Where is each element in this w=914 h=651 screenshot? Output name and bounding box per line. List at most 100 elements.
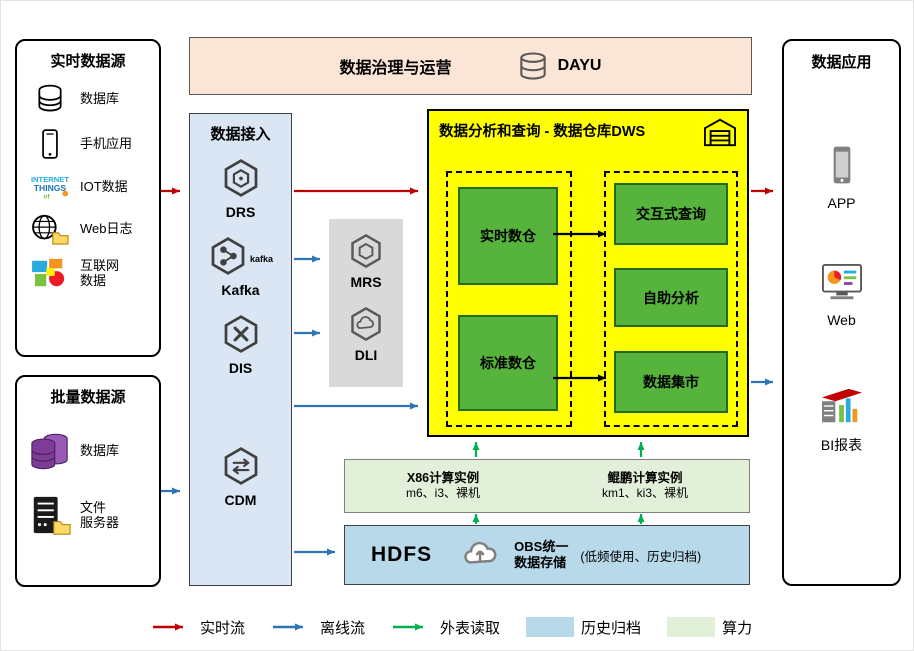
service-label: DIS [228, 360, 253, 376]
list-item: MRS [348, 233, 384, 290]
drs-icon [221, 158, 261, 203]
batch-sources-title: 批量数据源 [50, 389, 126, 406]
app-icon [827, 144, 857, 191]
dayu-barrel-icon [519, 52, 546, 80]
service-label: DLI [354, 347, 378, 363]
legend: 实时流 离线流 外表读取 历史归档 算力 [151, 613, 831, 641]
data-ingestion-title: 数据接入 [210, 126, 271, 143]
batch-sources-panel: 批量数据源 数据库 文件 服务器 [15, 375, 161, 587]
list-item: 互联网 数据 [17, 257, 159, 290]
item-label: 手机应用 [80, 135, 133, 151]
svg-text:INTERNET: INTERNET [31, 175, 69, 184]
kafka-wordmark: kafka [249, 253, 274, 264]
database-icon [29, 82, 71, 116]
item-label: 文件 服务器 [80, 500, 120, 530]
mrs-icon [348, 233, 384, 274]
data-apps-title: 数据应用 [811, 54, 872, 71]
legend-item-compute: 算力 [667, 617, 752, 638]
legend-item-offline-flow: 离线流 [271, 617, 365, 638]
kafka-icon-row: kafka [208, 236, 273, 281]
kafka-icon [208, 236, 248, 281]
legend-label: 离线流 [320, 619, 366, 637]
compute-instances-panel: X86计算实例 m6、i3、裸机 鲲鹏计算实例 km1、ki3、裸机 [344, 459, 750, 513]
item-label: Web日志 [80, 221, 133, 237]
purple-database-icon [29, 431, 71, 471]
item-label: 数据库 [80, 442, 120, 458]
kunpeng-compute-group: 鲲鹏计算实例 km1、ki3、裸机 [602, 471, 688, 502]
service-label: MRS [350, 274, 382, 290]
legend-label: 实时流 [200, 619, 246, 637]
list-item: 数据库 [17, 82, 159, 116]
warehouse-group [446, 171, 572, 427]
realtime-warehouse-box: 实时数仓 [458, 187, 558, 285]
data-mart-box: 数据集市 [614, 351, 728, 413]
list-item: DLI [348, 306, 384, 363]
realtime-sources-title: 实时数据源 [50, 53, 126, 70]
svg-text:of: of [43, 193, 50, 200]
list-item: DRS [221, 158, 261, 220]
dayu-logo-text: DAYU [557, 57, 602, 74]
item-label: 数据库 [80, 90, 120, 106]
green-arrow-icon [393, 623, 424, 631]
cdm-icon [221, 446, 261, 491]
list-item: 数据库 [17, 431, 159, 471]
legend-item-history-archive: 历史归档 [526, 617, 641, 638]
dws-panel: 数据分析和查询 - 数据仓库DWS 实时数仓 标准数仓 交互式查询 自助分析 数… [427, 109, 749, 437]
data-apps-panel: 数据应用 APP Web BI报表 [782, 39, 901, 586]
service-label: DRS [225, 204, 256, 220]
kunpeng-compute-title: 鲲鹏计算实例 [607, 470, 683, 485]
list-item: 手机应用 [17, 127, 159, 161]
list-item: Web [820, 263, 864, 328]
item-label: IOT数据 [80, 178, 128, 194]
list-item: APP [827, 144, 857, 211]
obs-label: OBS统一 数据存储 [514, 538, 569, 570]
dws-title: 数据分析和查询 - 数据仓库DWS [439, 124, 646, 140]
list-item: DIS [221, 314, 261, 376]
obs-note: (低频使用、历史归档) [580, 549, 702, 564]
legend-label: 历史归档 [581, 619, 642, 637]
legend-label: 算力 [722, 619, 753, 637]
obs-cloud-icon [460, 537, 502, 574]
item-label: 互联网 数据 [80, 257, 120, 288]
x86-compute-spec: m6、i3、裸机 [405, 486, 480, 501]
list-item: Web日志 [17, 213, 159, 246]
dli-icon [348, 306, 384, 347]
legend-item-realtime-flow: 实时流 [151, 617, 245, 638]
service-label: CDM [224, 492, 257, 508]
list-item: BI报表 [820, 386, 864, 455]
file-server-icon [29, 495, 71, 537]
phone-icon [29, 127, 71, 161]
self-service-analysis-box: 自助分析 [614, 268, 728, 327]
kunpeng-compute-spec: km1、ki3、裸机 [601, 486, 688, 501]
legend-label: 外表读取 [440, 619, 501, 637]
app-label: APP [827, 195, 856, 211]
hdfs-label: HDFS [371, 543, 433, 566]
app-label: Web [827, 312, 856, 328]
service-label: Kafka [221, 282, 260, 298]
legend-item-external-read: 外表读取 [391, 617, 500, 638]
x86-compute-group: X86计算实例 m6、i3、裸机 [406, 471, 480, 502]
processing-panel: MRS DLI [329, 219, 403, 387]
dis-icon [221, 314, 261, 359]
warehouse-icon [701, 116, 739, 153]
compute-swatch [667, 617, 716, 637]
storage-panel: HDFS OBS统一 数据存储 (低频使用、历史归档) [344, 525, 750, 585]
list-item: 文件 服务器 [17, 495, 159, 537]
x86-compute-title: X86计算实例 [406, 470, 480, 485]
svg-text:THINGS: THINGS [34, 183, 67, 193]
internet-icon [29, 257, 71, 290]
list-item: kafka Kafka [208, 236, 273, 298]
data-ingestion-panel: 数据接入 DRS kafka Kafka DIS [189, 113, 292, 586]
bi-icon [820, 386, 864, 431]
web-icon [820, 263, 864, 308]
app-label: BI报表 [820, 437, 863, 453]
blue-arrow-icon [273, 623, 304, 631]
standard-warehouse-box: 标准数仓 [458, 315, 558, 411]
list-item: CDM [221, 446, 261, 508]
weblog-icon [29, 213, 71, 246]
history-archive-swatch [526, 617, 575, 637]
